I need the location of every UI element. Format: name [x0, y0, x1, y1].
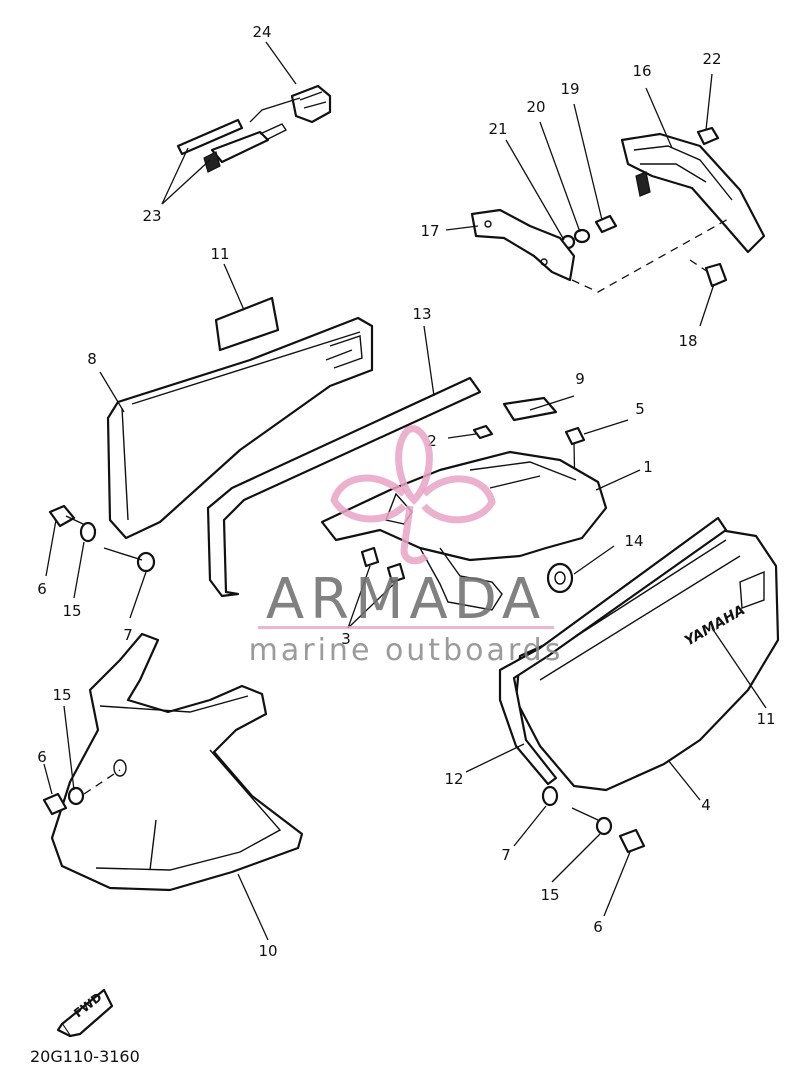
callout-23: 23: [142, 207, 161, 225]
callout-6-right: 6: [593, 918, 603, 936]
callout-6-lower-left: 6: [37, 748, 47, 766]
part-11-decal-upper: [214, 296, 280, 352]
callout-5: 5: [635, 400, 645, 418]
part-15-washer-lower-left: [67, 769, 121, 806]
part-15-washer-right: [571, 807, 613, 836]
part-code: 20G110-3160: [30, 1047, 140, 1066]
callout-4: 4: [701, 796, 711, 814]
callout-8: 8: [87, 350, 97, 368]
callout-12: 12: [444, 770, 463, 788]
callout-17: 17: [420, 222, 439, 240]
callout-7-left: 7: [123, 626, 133, 644]
part-19-bolt: [594, 214, 618, 234]
callout-10: 10: [258, 942, 277, 960]
part-6-bolt-right: [618, 828, 646, 854]
part-7-nut-left: [103, 547, 156, 573]
callout-15-right: 15: [540, 886, 559, 904]
callout-2: 2: [427, 432, 437, 450]
watermark-tagline: marine outboards: [249, 633, 564, 668]
part-9-decal: [502, 396, 558, 422]
part-15-washer-left: [79, 521, 97, 543]
part-3-clips: [360, 546, 406, 584]
callout-11-lower: 11: [756, 710, 775, 728]
part-7-nut-right: [541, 785, 559, 807]
part-1-top-cover: [320, 450, 608, 611]
callout-1: 1: [643, 458, 653, 476]
fwd-arrow-icon: FWD: [56, 988, 114, 1038]
callout-11-upper: 11: [210, 245, 229, 263]
part-6-bolt-lower-left: [42, 792, 68, 816]
part-8-side-cover: [106, 316, 374, 540]
assembly-line-upper: [571, 217, 731, 293]
watermark-rule: [258, 626, 554, 629]
callout-21: 21: [488, 120, 507, 138]
callout-19: 19: [560, 80, 579, 98]
callout-7-right: 7: [501, 846, 511, 864]
callout-15-left: 15: [62, 602, 81, 620]
part-14-grommet: [546, 562, 574, 594]
callout-24: 24: [252, 23, 271, 41]
part-24-clamp: [249, 84, 332, 124]
part-23-pin: [176, 118, 288, 173]
callout-16: 16: [632, 62, 651, 80]
part-16-bracket: [620, 132, 766, 254]
part-17-plate: [470, 208, 576, 282]
watermark-brand: ARMADA: [266, 567, 546, 632]
armada-watermark: ARMADA marine outboards: [249, 425, 564, 668]
callout-6-left: 6: [37, 580, 47, 598]
part-20-washer: [573, 228, 591, 244]
callout-numbers: 24 23 16 22 20 19 21 17 18 11 13 8 9 5 2…: [37, 23, 775, 960]
callout-3: 3: [341, 630, 351, 648]
part-4-side-cover: [514, 528, 780, 792]
callout-18: 18: [678, 332, 697, 350]
callout-14: 14: [624, 532, 643, 550]
part-12-seal: [498, 516, 728, 786]
armada-logo-icon: [330, 425, 496, 565]
callout-13: 13: [412, 305, 431, 323]
part-18-screw: [689, 259, 728, 288]
leader-lines: [43, 41, 767, 941]
callout-20: 20: [526, 98, 545, 116]
part-13-seal: [206, 376, 482, 598]
callout-15-lower-left: 15: [52, 686, 71, 704]
part-22-nut: [696, 126, 720, 146]
part-10-lower-cover: [50, 632, 304, 892]
part-2-decal: [472, 424, 494, 440]
callout-22: 22: [702, 50, 721, 68]
callout-9: 9: [575, 370, 585, 388]
